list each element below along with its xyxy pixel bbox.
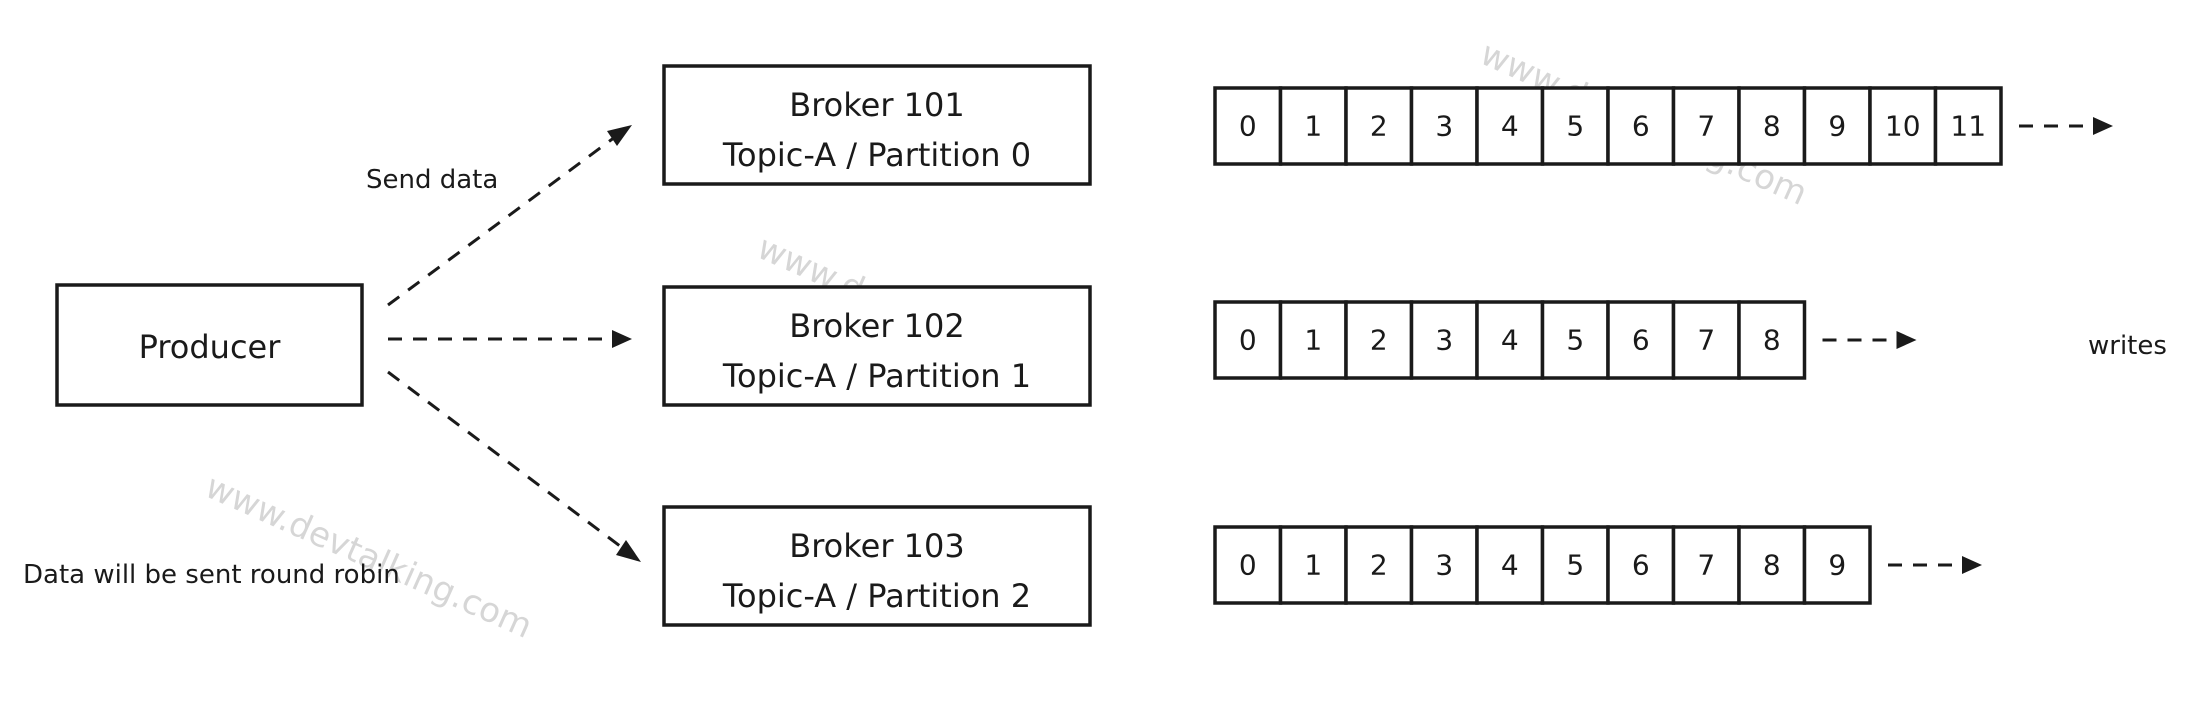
offset-cell <box>1278 86 1348 166</box>
arrowhead-icon <box>1896 331 1917 349</box>
offset-number: 1 <box>1304 549 1322 582</box>
arrowhead-icon <box>616 540 641 562</box>
arrow-to-broker-103 <box>387 370 625 551</box>
writes-label: writes <box>2088 331 2167 361</box>
offset-number: 0 <box>1239 324 1257 357</box>
arrowhead-icon <box>612 330 632 348</box>
offset-number: 0 <box>1239 110 1257 143</box>
offset-number: 1 <box>1304 324 1322 357</box>
arrow-to-broker-101 <box>387 135 616 307</box>
offset-number: 5 <box>1566 549 1584 582</box>
offset-cell <box>1409 86 1479 166</box>
watermark-bottom: www.devtalking.com <box>199 467 538 647</box>
offset-cell <box>1344 300 1414 380</box>
broker-topic-partition: Topic-A / Partition 1 <box>722 357 1031 395</box>
offset-number: 3 <box>1435 110 1453 143</box>
offset-number: 1 <box>1304 110 1322 143</box>
offset-cell <box>1213 525 1283 605</box>
offset-number: 2 <box>1370 549 1388 582</box>
offset-cell <box>1540 86 1610 166</box>
offset-number: 6 <box>1632 324 1650 357</box>
offset-cell <box>1213 86 1283 166</box>
offset-cell <box>1802 525 1872 605</box>
offset-cell <box>1671 300 1741 380</box>
offset-number: 9 <box>1828 549 1846 582</box>
producer-box: Producer <box>55 283 364 407</box>
offset-number: 5 <box>1566 324 1584 357</box>
offset-number: 4 <box>1501 549 1519 582</box>
offset-number: 3 <box>1435 549 1453 582</box>
offset-number: 4 <box>1501 110 1519 143</box>
broker-title: Broker 102 <box>789 307 964 345</box>
arrowhead-icon <box>2093 117 2113 135</box>
producer-label: Producer <box>139 328 282 366</box>
offset-cell <box>1475 525 1545 605</box>
offset-number: 0 <box>1239 549 1257 582</box>
broker-topic-partition: Topic-A / Partition 0 <box>722 136 1031 174</box>
arrowhead-icon <box>1962 556 1982 574</box>
offset-cell <box>1278 300 1348 380</box>
round-robin-label: Data will be sent round robin <box>23 560 400 590</box>
partition-log: 0 1 2 3 4 5 6 7 8 9 <box>1213 525 1982 605</box>
offset-number: 9 <box>1828 110 1846 143</box>
offset-number: 11 <box>1950 110 1986 143</box>
offset-number: 2 <box>1370 324 1388 357</box>
offset-number: 8 <box>1763 549 1781 582</box>
offset-cell <box>1868 86 1938 166</box>
offset-number: 2 <box>1370 110 1388 143</box>
offset-cell <box>1933 86 2003 166</box>
broker-box-102: Broker 102 Topic-A / Partition 1 <box>662 285 1092 407</box>
offset-cell <box>1344 525 1414 605</box>
offset-cell <box>1475 86 1545 166</box>
offset-number: 10 <box>1885 110 1921 143</box>
offset-number: 6 <box>1632 110 1650 143</box>
offset-number: 4 <box>1501 324 1519 357</box>
offset-number: 5 <box>1566 110 1584 143</box>
send-data-label: Send data <box>366 165 498 195</box>
offset-number: 8 <box>1763 324 1781 357</box>
offset-cell <box>1213 300 1283 380</box>
offset-cell <box>1737 525 1807 605</box>
broker-box-103: Broker 103 Topic-A / Partition 2 <box>662 505 1092 627</box>
broker-title: Broker 103 <box>789 527 964 565</box>
offset-cell <box>1737 300 1807 380</box>
offset-number: 8 <box>1763 110 1781 143</box>
arrowhead-icon <box>607 125 632 146</box>
offset-cell <box>1606 300 1676 380</box>
offset-number: 6 <box>1632 549 1650 582</box>
offset-number: 3 <box>1435 324 1453 357</box>
offset-cell <box>1409 525 1479 605</box>
broker-title: Broker 101 <box>789 86 964 124</box>
send-arrows <box>387 125 641 562</box>
partition-log: 0 1 2 3 4 5 6 7 8 9 10 11 <box>1213 86 2113 166</box>
offset-number: 7 <box>1697 324 1715 357</box>
partition-logs: 0 1 2 3 4 5 6 7 8 9 10 11 0 1 2 3 4 5 6 7 8 0 1 2 3 4 5 6 7 8 9 <box>1213 86 2113 605</box>
partition-log: 0 1 2 3 4 5 6 7 8 <box>1213 300 1917 380</box>
broker-topic-partition: Topic-A / Partition 2 <box>722 577 1031 615</box>
offset-number: 7 <box>1697 110 1715 143</box>
offset-cell <box>1671 86 1741 166</box>
offset-number: 7 <box>1697 549 1715 582</box>
broker-box-101: Broker 101 Topic-A / Partition 0 <box>662 64 1092 186</box>
